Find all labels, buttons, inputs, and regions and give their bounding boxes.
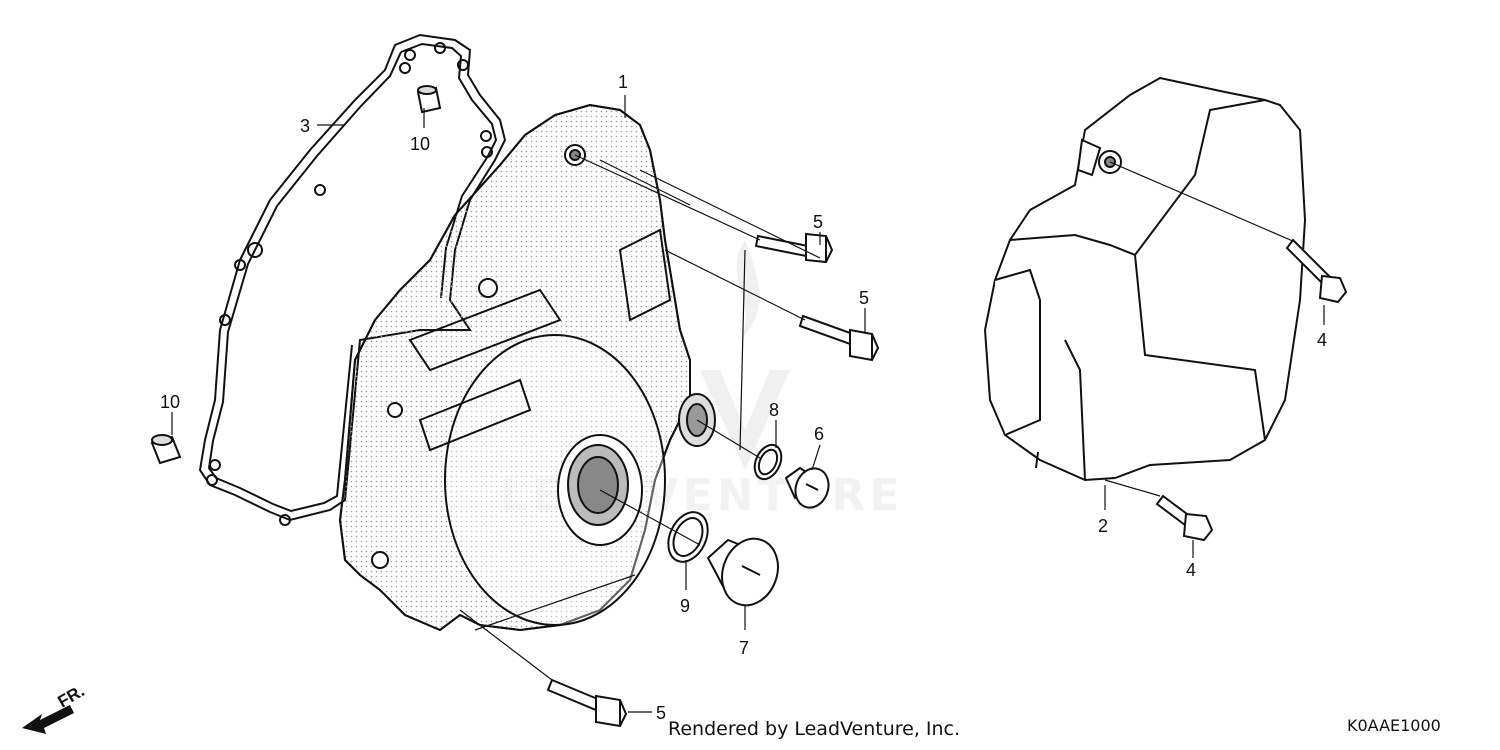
callout-3: 3 <box>300 116 310 136</box>
callout-5-lower: 5 <box>656 703 666 723</box>
callout-4-upper: 4 <box>1317 330 1327 350</box>
front-direction-label: FR. <box>55 681 88 711</box>
dowel-pin-lower <box>150 434 182 465</box>
callout-9: 9 <box>680 596 690 616</box>
front-direction-arrow-icon <box>22 705 74 734</box>
bolt-part-4-lower <box>1155 494 1214 542</box>
cap-part-7 <box>706 537 779 607</box>
diagram-code: K0AAE1000 <box>1347 716 1441 735</box>
bolt-part-5-middle <box>798 314 880 362</box>
callout-5-upper: 5 <box>813 212 823 232</box>
bolt-part-5-lower <box>546 678 628 728</box>
callout-1: 1 <box>618 72 628 92</box>
callout-7: 7 <box>739 638 749 658</box>
dowel-pin-upper <box>416 85 442 114</box>
bolt-part-4-upper <box>1285 238 1348 304</box>
cap-part-6 <box>784 466 830 509</box>
callout-10-upper: 10 <box>410 134 430 154</box>
sprocket-cover-part-2 <box>983 76 1307 482</box>
callout-6: 6 <box>814 424 824 444</box>
rendered-by-credit: Rendered by LeadVenture, Inc. <box>668 718 961 740</box>
callout-10-lower: 10 <box>160 392 180 412</box>
crankcase-cover-part-1 <box>338 103 716 632</box>
callout-4-lower: 4 <box>1186 560 1196 580</box>
callout-2: 2 <box>1098 516 1108 536</box>
callout-5-middle: 5 <box>859 288 869 308</box>
assembly-lines <box>171 95 1325 713</box>
callout-8: 8 <box>769 400 779 420</box>
